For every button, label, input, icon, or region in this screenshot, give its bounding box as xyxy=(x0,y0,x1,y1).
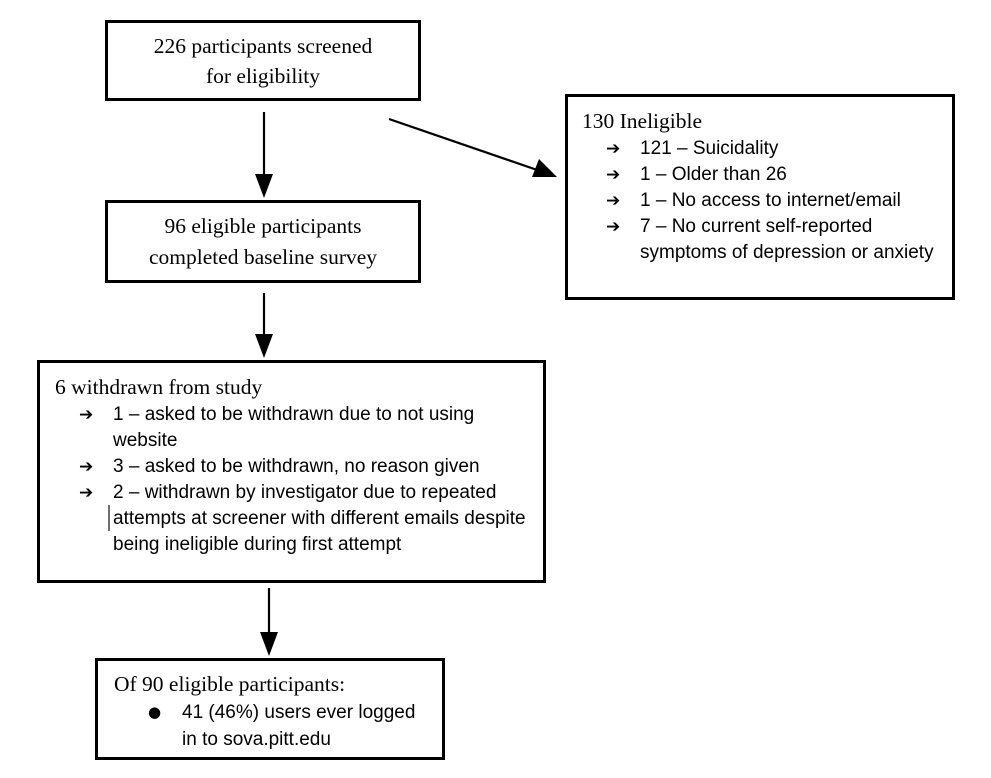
arrow-withdrawn-to-loggedin xyxy=(260,588,278,656)
list-item: ● 41 (46%) users ever logged in to sova.… xyxy=(114,699,434,753)
arrow-bullet-icon: ➔ xyxy=(606,217,621,237)
node-ineligible: 130 Ineligible ➔ 121 – Suicidality ➔ 1 –… xyxy=(565,94,955,300)
arrow-baseline-to-withdrawn xyxy=(255,293,273,358)
list-item-label: 7 – No current self-reported symptoms of… xyxy=(640,216,934,263)
node-baseline: 96 eligible participants completed basel… xyxy=(105,200,421,283)
list-item-label: 121 – Suicidality xyxy=(640,138,779,159)
ineligible-reason-list: ➔ 121 – Suicidality ➔ 1 – Older than 26 … xyxy=(582,136,942,266)
list-item: ➔ 1 – Older than 26 xyxy=(582,162,942,188)
node-screened: 226 participants screened for eligibilit… xyxy=(105,20,421,101)
list-item-label: 1 – asked to be withdrawn due to not usi… xyxy=(113,404,475,451)
arrow-bullet-icon: ➔ xyxy=(606,139,621,159)
arrow-screened-to-baseline xyxy=(255,112,273,198)
node-screened-line1: 226 participants screened xyxy=(153,33,373,58)
arrow-bullet-icon: ➔ xyxy=(79,405,94,425)
withdrawn-reason-list: ➔ 1 – asked to be withdrawn due to not u… xyxy=(55,402,533,558)
node-screened-line2: for eligibility xyxy=(205,63,321,88)
node-withdrawn-heading: 6 withdrawn from study xyxy=(55,375,263,399)
list-item-label: 41 (46%) users ever logged in to sova.pi… xyxy=(182,702,416,750)
list-item-label: 2 – withdrawn by investigator due to rep… xyxy=(113,482,526,555)
node-loggedin: Of 90 eligible participants: ● 41 (46%) … xyxy=(95,658,445,760)
list-item-label: 3 – asked to be withdrawn, no reason giv… xyxy=(113,456,480,477)
list-item: ➔ 7 – No current self-reported symptoms … xyxy=(582,214,942,266)
node-loggedin-heading: Of 90 eligible participants: xyxy=(114,672,346,696)
node-baseline-text: 96 eligible participants completed basel… xyxy=(141,211,385,273)
list-item: ➔ 3 – asked to be withdrawn, no reason g… xyxy=(55,454,533,480)
arrow-bullet-icon: ➔ xyxy=(606,191,621,211)
list-item: ➔ 1 – No access to internet/email xyxy=(582,188,942,214)
text-cursor-artifact xyxy=(108,505,110,531)
node-baseline-line1: 96 eligible participants xyxy=(164,213,362,238)
arrow-bullet-icon: ➔ xyxy=(606,165,621,185)
list-item-label: 1 – No access to internet/email xyxy=(640,190,901,211)
list-item: ➔ 121 – Suicidality xyxy=(582,136,942,162)
arrow-bullet-icon: ➔ xyxy=(79,483,94,503)
node-baseline-line2: completed baseline survey xyxy=(148,244,378,269)
list-item-label: 1 – Older than 26 xyxy=(640,164,787,185)
node-withdrawn: 6 withdrawn from study ➔ 1 – asked to be… xyxy=(37,360,546,583)
list-item: ➔ 1 – asked to be withdrawn due to not u… xyxy=(55,402,533,454)
node-screened-text: 226 participants screened for eligibilit… xyxy=(144,31,383,91)
node-ineligible-heading: 130 Ineligible xyxy=(582,109,703,133)
arrow-screened-to-ineligible xyxy=(388,117,557,177)
list-item: ➔ 2 – withdrawn by investigator due to r… xyxy=(55,480,533,558)
round-bullet-icon: ● xyxy=(148,703,162,721)
loggedin-stat-list: ● 41 (46%) users ever logged in to sova.… xyxy=(114,699,434,753)
arrow-bullet-icon: ➔ xyxy=(79,457,94,477)
